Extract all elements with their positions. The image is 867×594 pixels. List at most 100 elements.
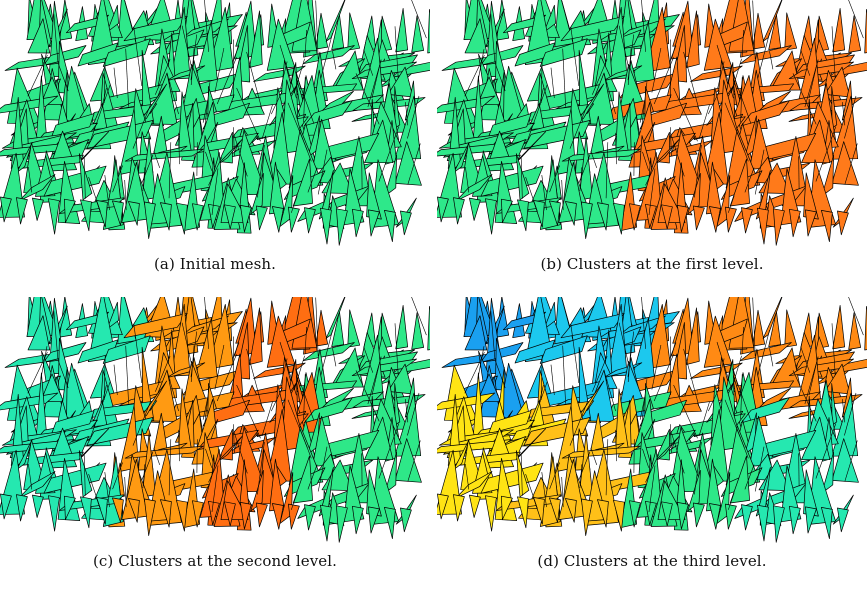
mesh-edge [494,360,506,389]
mesh-face [16,439,33,470]
mesh-face [240,502,252,530]
mesh-edge [792,370,817,422]
mesh-face [661,204,673,230]
mesh-face [232,130,267,196]
mesh-face [51,410,95,435]
caption-c: (c) Clusters at the second level. [92,552,338,570]
mesh-edge [125,48,129,107]
mesh-edge [367,356,382,404]
mesh-edge [88,473,101,509]
mesh-edge [214,47,225,93]
mesh-edge [153,150,160,168]
mesh-edge [842,399,846,423]
mesh-edge [603,369,616,412]
mesh-face [18,471,56,499]
mesh-edge [618,322,630,368]
mesh-face [645,500,657,526]
mesh-face [64,495,76,520]
mesh-face [653,436,680,464]
mesh-edge [752,0,756,60]
mesh-face [266,315,296,368]
mesh-face [86,417,154,446]
mesh-edge [315,0,319,60]
mesh-edge [769,348,774,367]
mesh-face [821,154,834,197]
mesh-face [232,427,267,493]
mesh-face [141,433,156,498]
mesh-face [709,206,721,233]
mesh-face [453,197,465,225]
mesh-edge [53,310,59,360]
mesh-render-a [0,0,430,246]
mesh-edge [257,441,265,495]
mesh-edge [291,195,298,213]
mesh-face [703,18,733,71]
mesh-edge [757,33,770,79]
mesh-edge [842,102,846,126]
mesh-edge [211,168,219,216]
mesh-edge [299,131,312,162]
mesh-edge [166,369,179,412]
mesh-edge [570,26,580,86]
mesh-face [368,209,380,237]
mesh-face [394,86,401,129]
mesh-face [784,12,798,51]
mesh-edge [844,392,857,436]
mesh-edge [113,67,118,99]
mesh-edge [645,157,660,186]
mesh-face [480,462,544,494]
mesh-face [613,202,625,235]
mesh-face [253,362,306,379]
mesh-edge [233,430,248,474]
mesh-edge [204,379,211,423]
mesh-face [411,312,425,350]
mesh-face [832,305,846,350]
mesh-face [78,450,93,498]
mesh-edge [769,51,774,70]
mesh-edge [541,472,547,508]
mesh-face [686,10,700,68]
mesh-edge [804,59,819,107]
mesh-face [757,207,769,245]
mesh-edge [670,430,685,474]
mesh-face [253,65,306,82]
mesh-edge [562,48,566,107]
mesh-edge [88,176,101,212]
mesh-edge [233,127,235,157]
mesh-face [515,450,530,498]
mesh-face [16,197,28,225]
mesh-edge [477,49,485,83]
mesh-edge [645,454,660,483]
mesh-face [523,120,591,149]
mesh-edge [257,144,265,198]
mesh-edge [716,341,734,396]
mesh-face [453,439,470,470]
mesh-edge [605,439,609,496]
mesh-edge [407,95,420,139]
mesh-face [128,201,140,226]
mesh-edge [615,429,617,462]
mesh-render-c [0,297,430,543]
mesh-face [395,8,409,53]
mesh-edge [741,326,744,354]
mesh-edge [261,401,273,436]
mesh-face [86,120,154,149]
mesh-face [352,208,364,238]
mesh-face [784,309,798,348]
mesh-face [121,458,148,520]
panel-d: (d) Clusters at the third level. [437,297,867,594]
mesh-edge [394,26,399,79]
mesh-face [272,503,284,530]
mesh-face [824,363,851,395]
mesh-edge [641,0,646,52]
mesh-face [352,505,364,535]
mesh-face [64,198,76,223]
mesh-edge [683,348,700,407]
mesh-face [112,200,124,226]
mesh-face [427,306,430,351]
mesh-face [677,502,689,530]
mesh-edge [178,132,180,165]
panel-b: (b) Clusters at the first level. [437,0,867,297]
mesh-edge [57,63,69,92]
mesh-edge [83,157,86,199]
